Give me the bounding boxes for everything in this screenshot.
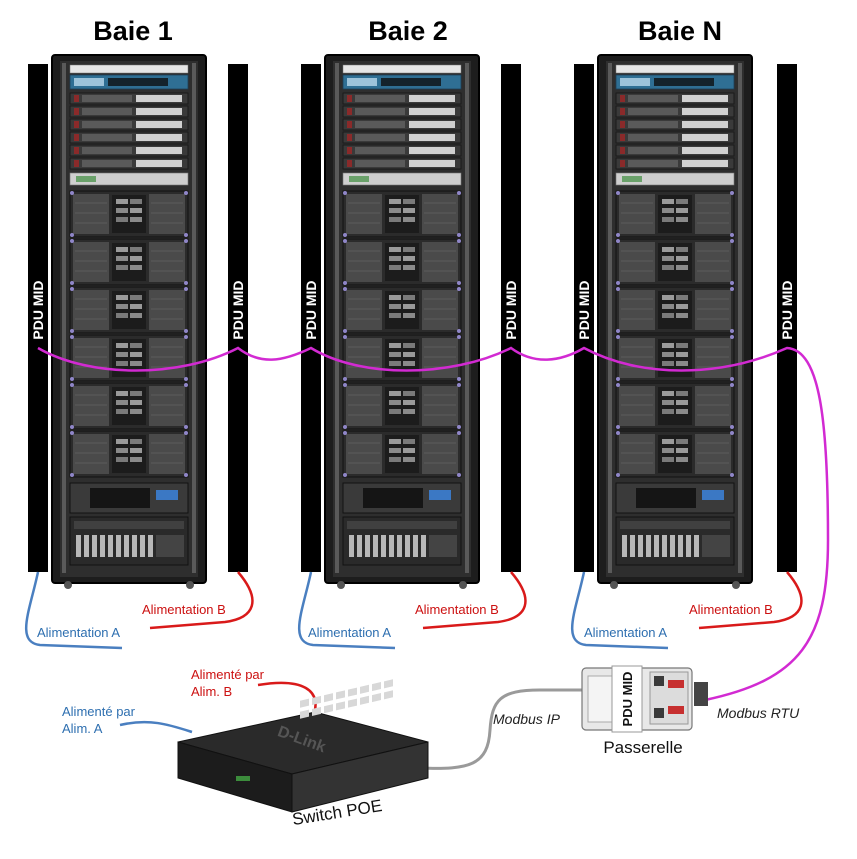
feed-a-cable-1 (24, 571, 123, 650)
rack-title-n: Baie N (638, 16, 722, 46)
switch-powered-b-line1: Alimenté par (191, 667, 265, 682)
pdu-strip-na (574, 64, 594, 572)
pdu-label-nb: PDU MID (779, 280, 795, 339)
feed-a-label-1: Alimentation A (37, 625, 120, 640)
pdu-strip-1a (28, 64, 48, 572)
pdu-label-1a: PDU MID (30, 280, 46, 339)
switch-powered-a-line2: Alim. A (62, 721, 103, 736)
pdu-strip-nb (777, 64, 797, 572)
pdu-strip-1b (228, 64, 248, 572)
rack-1 (52, 55, 206, 589)
feed-b-cable-1 (149, 571, 254, 630)
gateway-label: Passerelle (603, 738, 682, 757)
modbus-chain-cable (37, 346, 830, 702)
pdu-label-na: PDU MID (576, 280, 592, 339)
rack-2 (325, 55, 479, 589)
switch-feed-a-cable (119, 720, 193, 734)
gateway-device: PDU MID (581, 665, 708, 733)
pdu-strips (28, 64, 797, 572)
modbus-rtu-label: Modbus RTU (717, 705, 800, 721)
pdu-strip-2b (501, 64, 521, 572)
gateway-badge: PDU MID (620, 672, 635, 727)
pdu-label-2a: PDU MID (303, 280, 319, 339)
feed-b-cable-2 (422, 571, 527, 630)
feed-a-cable-n (570, 571, 669, 650)
rack-n (598, 55, 752, 589)
rack-title-1: Baie 1 (93, 16, 173, 46)
pdu-label-1b: PDU MID (230, 280, 246, 339)
switch-poe: D-Link (177, 679, 429, 813)
rack-title-2: Baie 2 (368, 16, 448, 46)
feed-b-cable-n (698, 571, 803, 630)
pdu-strip-2a (301, 64, 321, 572)
modbus-ip-label: Modbus IP (493, 711, 561, 727)
feed-a-label-2: Alimentation A (308, 625, 391, 640)
feed-a-label-n: Alimentation A (584, 625, 667, 640)
modbus-ip-cable (419, 688, 582, 770)
switch-powered-a-line1: Alimenté par (62, 704, 136, 719)
switch-powered-b-line2: Alim. B (191, 684, 232, 699)
feed-b-label-1: Alimentation B (142, 602, 226, 617)
feed-b-label-2: Alimentation B (415, 602, 499, 617)
feed-b-label-n: Alimentation B (689, 602, 773, 617)
feed-a-cable-2 (297, 571, 396, 650)
pdu-label-2b: PDU MID (503, 280, 519, 339)
